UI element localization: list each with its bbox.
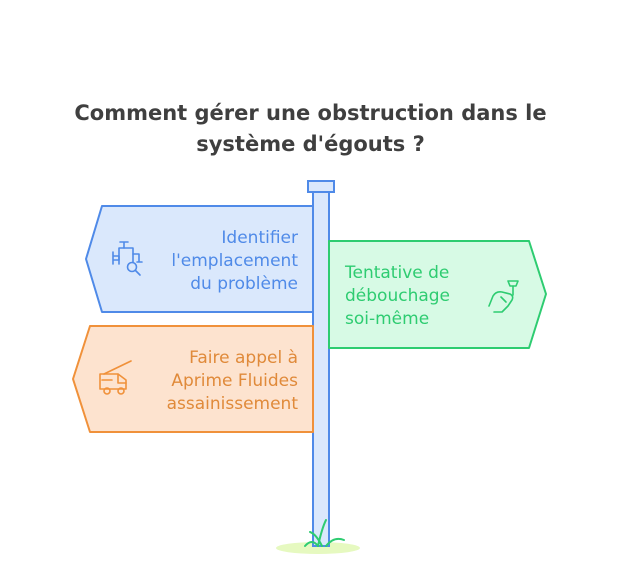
signpost-pole bbox=[312, 189, 330, 547]
sign-diy-unclog-board bbox=[328, 240, 547, 349]
pipe-magnifier-icon bbox=[112, 241, 143, 276]
sign-identify-line-2: l'emplacement bbox=[171, 251, 298, 271]
diagram-title: Comment gérer une obstruction dans le sy… bbox=[0, 98, 621, 160]
grass-icon bbox=[304, 519, 345, 547]
sign-diy-unclog-line-1: Tentative de bbox=[344, 263, 449, 283]
title-line-1: Comment gérer une obstruction dans le bbox=[74, 101, 547, 125]
sign-diy-unclog: Tentative de débouchage soi-même bbox=[328, 240, 547, 349]
truck-crane-icon bbox=[99, 360, 132, 395]
sign-identify-line-3: du problème bbox=[190, 274, 298, 294]
sign-call-aprime-line-3: assainissement bbox=[167, 394, 299, 414]
ground bbox=[276, 542, 360, 554]
sign-call-aprime-board bbox=[72, 325, 314, 433]
signpost-cap bbox=[307, 180, 335, 193]
plunger-hand-icon bbox=[488, 280, 519, 313]
sign-identify-line-1: Identifier bbox=[221, 228, 298, 248]
sign-diy-unclog-line-2: débouchage bbox=[345, 286, 450, 306]
sign-diy-unclog-line-3: soi-même bbox=[345, 309, 429, 329]
sign-call-aprime-line-2: Aprime Fluides bbox=[171, 371, 298, 391]
title-line-2: système d'égouts ? bbox=[196, 132, 425, 156]
sign-identify: Identifier l'emplacement du problème bbox=[85, 205, 314, 313]
sign-call-aprime: Faire appel à Aprime Fluides assainissem… bbox=[72, 325, 314, 433]
sign-identify-board bbox=[85, 205, 314, 313]
sign-call-aprime-line-1: Faire appel à bbox=[189, 348, 298, 368]
